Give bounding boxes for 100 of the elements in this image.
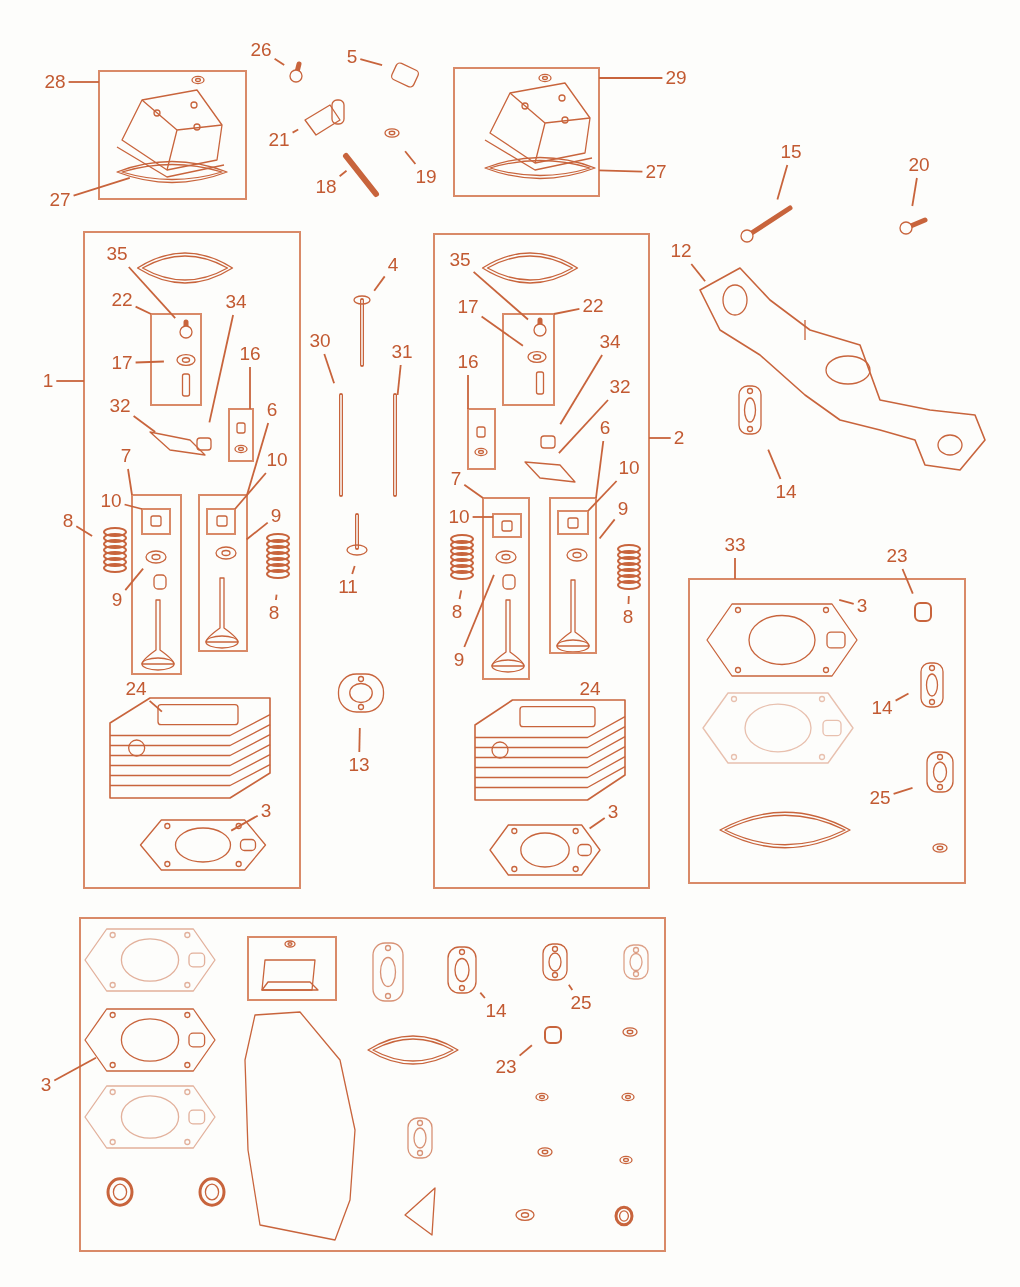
- leader-line: [396, 364, 402, 396]
- part-group-frame: [198, 494, 248, 652]
- leader-line: [53, 1056, 97, 1082]
- leader-line: [132, 415, 157, 433]
- leader-line: [518, 1044, 533, 1057]
- callout-number: 8: [268, 603, 280, 623]
- callout-number: 19: [415, 167, 437, 187]
- leader-line: [458, 589, 463, 600]
- leader-line: [559, 354, 603, 426]
- leader-line: [595, 440, 605, 499]
- callout-number: 12: [670, 241, 692, 261]
- callout-number: 4: [387, 255, 399, 275]
- part-group-frame: [492, 513, 522, 538]
- callout-number: 25: [570, 993, 592, 1013]
- part-group-frame: [557, 510, 589, 535]
- leader-line: [479, 991, 486, 999]
- leader-line: [72, 176, 131, 197]
- callout-number: 10: [266, 450, 288, 470]
- leader-line: [67, 81, 100, 83]
- callout-number: 14: [871, 698, 893, 718]
- leader-line: [234, 472, 267, 510]
- callout-number: 2: [673, 428, 685, 448]
- callout-number: 30: [309, 331, 331, 351]
- leader-line: [463, 573, 495, 648]
- callout-number: 23: [886, 546, 908, 566]
- callout-number: 27: [645, 162, 667, 182]
- leader-line: [134, 305, 152, 315]
- leader-line: [567, 983, 574, 991]
- callout-number: 31: [391, 342, 413, 362]
- part-group-frame: [98, 70, 247, 200]
- leader-line: [648, 437, 672, 439]
- leader-line: [558, 399, 609, 455]
- leader-line: [627, 595, 630, 605]
- part-group-frame: [433, 233, 650, 889]
- leader-line: [127, 266, 177, 320]
- leader-line: [134, 360, 165, 364]
- callout-number: 34: [599, 332, 621, 352]
- leader-line: [323, 353, 335, 385]
- callout-number: 6: [266, 400, 278, 420]
- callout-number: 9: [617, 499, 629, 519]
- callout-number: 22: [582, 296, 604, 316]
- leader-line: [359, 58, 383, 66]
- leader-line: [351, 565, 356, 575]
- leader-line: [55, 380, 85, 382]
- part-group-frame: [467, 408, 496, 470]
- leader-line: [472, 271, 529, 321]
- leader-line: [690, 263, 706, 283]
- callout-number: 7: [120, 446, 132, 466]
- callout-number: 27: [49, 190, 71, 210]
- leader-line: [291, 128, 300, 134]
- callout-number: 8: [451, 602, 463, 622]
- leader-line: [148, 700, 163, 713]
- callout-number: 1: [42, 371, 54, 391]
- callout-number: 10: [618, 458, 640, 478]
- leader-line: [776, 164, 789, 201]
- callout-number: 10: [100, 491, 122, 511]
- leader-line: [75, 525, 93, 537]
- callout-number: 32: [109, 396, 131, 416]
- leader-line: [588, 817, 606, 830]
- callout-number: 26: [250, 40, 272, 60]
- part-group-frame: [131, 494, 182, 675]
- callout-number: 7: [450, 469, 462, 489]
- callout-number: 14: [485, 1001, 507, 1021]
- leader-line: [123, 503, 143, 510]
- callout-number: 5: [346, 47, 358, 67]
- leader-line: [373, 275, 386, 292]
- leader-line: [358, 727, 361, 753]
- callout-number: 8: [622, 607, 634, 627]
- leader-line: [892, 787, 914, 795]
- callout-number: 14: [775, 482, 797, 502]
- callout-number: 10: [448, 507, 470, 527]
- callout-number: 6: [599, 418, 611, 438]
- leader-line: [273, 57, 286, 66]
- leader-line: [463, 483, 484, 499]
- part-group-frame: [79, 917, 666, 1252]
- leader-line: [230, 814, 259, 832]
- leader-line: [249, 366, 251, 410]
- leader-line: [467, 374, 469, 410]
- leader-line: [124, 567, 144, 591]
- callout-number: 11: [338, 577, 358, 597]
- leader-line: [767, 448, 782, 480]
- leader-line: [471, 516, 494, 518]
- callout-number: 13: [348, 755, 370, 775]
- leader-line: [901, 568, 914, 595]
- part-group-frame: [688, 578, 966, 884]
- leader-line: [246, 422, 270, 496]
- callout-number: 33: [724, 535, 746, 555]
- callout-number: 21: [268, 130, 290, 150]
- callout-number: 32: [609, 377, 631, 397]
- callout-number: 3: [607, 802, 619, 822]
- callout-number: 34: [225, 292, 247, 312]
- callout-number: 18: [315, 177, 337, 197]
- callout-number: 9: [111, 590, 123, 610]
- part-group-frame: [453, 67, 600, 197]
- part-group-frame: [482, 497, 530, 680]
- callout-number: 3: [260, 801, 272, 821]
- callout-number: 25: [869, 788, 891, 808]
- callout-number: 8: [62, 511, 74, 531]
- callout-number: 15: [780, 142, 802, 162]
- leader-line: [338, 169, 348, 178]
